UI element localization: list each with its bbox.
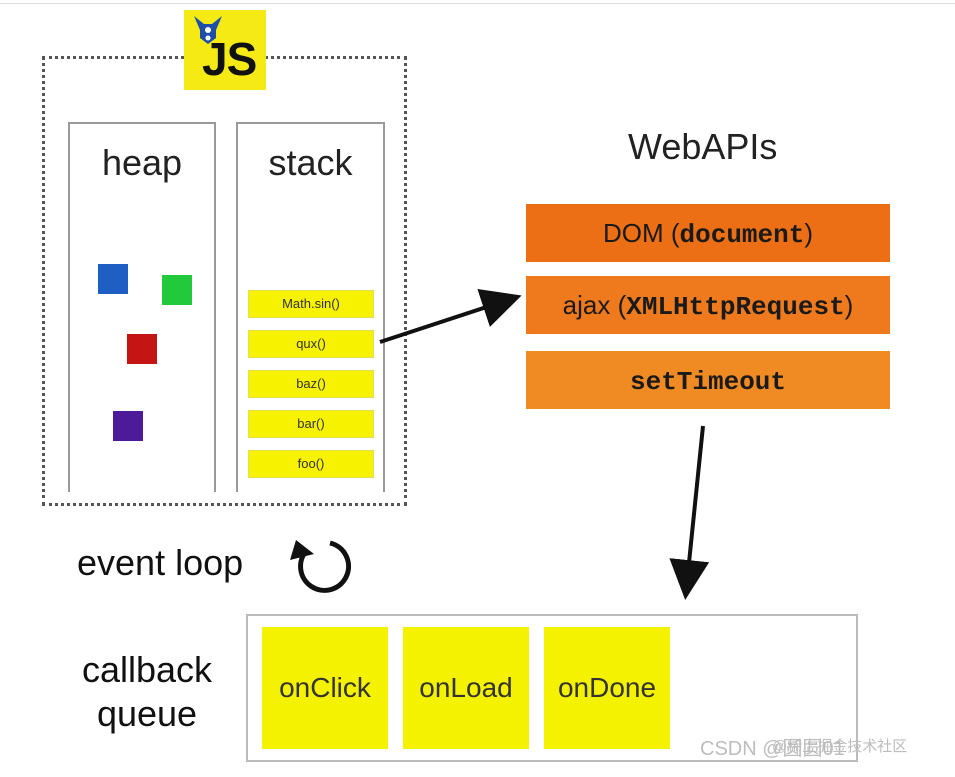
- heap-title: heap: [101, 142, 183, 183]
- mascot-icon: [194, 16, 222, 44]
- event-loop-label: event loop: [77, 542, 244, 583]
- heap-object-blue: [98, 264, 128, 294]
- js-logo: JS: [184, 10, 266, 90]
- webapi-dom: DOM (document): [526, 204, 890, 262]
- heap-object-red: [127, 334, 157, 364]
- stack-frame-math-sin: Math.sin(): [248, 290, 374, 318]
- stack-frame-bar: bar(): [248, 410, 374, 438]
- event-loop-icon: [290, 540, 352, 593]
- webapi-to-queue-arrow: [669, 425, 710, 600]
- top-divider: [0, 3, 955, 4]
- queue-item-onclick: onClick: [262, 627, 388, 749]
- queue-item-ondone: onDone: [544, 627, 670, 749]
- stack-title: stack: [268, 142, 353, 183]
- watermark: CSDN @圆圆01: [700, 738, 845, 760]
- heap-object-green: [162, 275, 192, 305]
- watermark-secondary: @稀土掘金技术社区: [772, 738, 908, 755]
- stack-frame-baz: baz(): [248, 370, 374, 398]
- stack-to-webapi-arrow: [379, 288, 522, 344]
- webapi-ajax: ajax (XMLHttpRequest): [526, 276, 890, 334]
- webapis-title: WebAPIs: [628, 126, 778, 167]
- stack-frame-qux: qux(): [248, 330, 374, 358]
- webapi-settimeout: setTimeout: [526, 351, 890, 409]
- queue-item-onload: onLoad: [403, 627, 529, 749]
- stack-frame-foo: foo(): [248, 450, 374, 478]
- callback-queue-label: callback queue: [82, 649, 213, 734]
- logo-text: JS: [202, 33, 257, 85]
- heap-object-purple: [113, 411, 143, 441]
